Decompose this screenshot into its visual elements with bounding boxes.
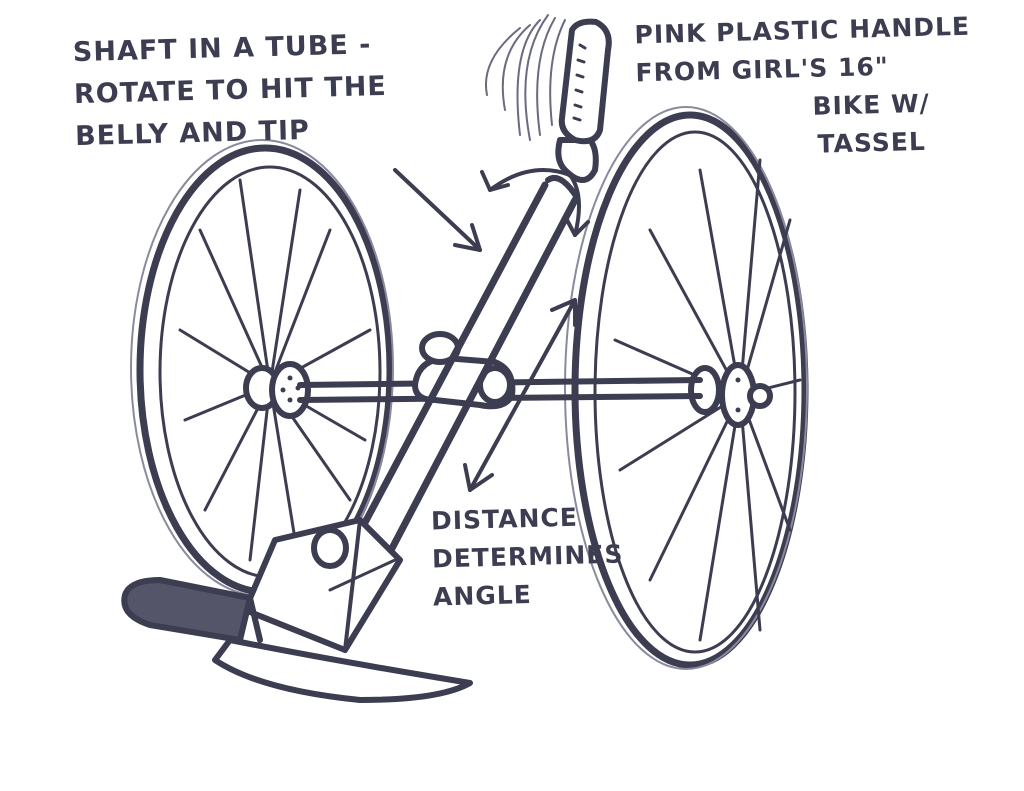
distance-annotation-line: DETERMINES: [431, 539, 624, 574]
right-wheel: [564, 106, 809, 670]
shaft-annotation-line: BELLY AND TIP: [74, 114, 311, 153]
right-wheel-spokes: [613, 158, 802, 642]
distance-annotation-line: ANGLE: [432, 579, 533, 612]
knife: [121, 577, 473, 703]
blade-holder: [242, 517, 403, 653]
shaft: [341, 175, 579, 579]
bike-handle: [485, 14, 612, 183]
tube-clamp: [412, 331, 516, 410]
arrows: [393, 168, 590, 492]
distance-annotation-line: DISTANCE: [430, 502, 579, 536]
shaft-annotation: SHAFT IN A TUBE - ROTATE TO HIT THE BELL…: [72, 24, 388, 158]
handle-annotation: PINK PLASTIC HANDLE FROM GIRL'S 16" BIKE…: [634, 8, 973, 169]
left-wheel-hub: [243, 361, 311, 419]
tassel: [485, 14, 566, 141]
distance-annotation: DISTANCE DETERMINES ANGLE: [431, 498, 625, 617]
right-wheel-hub: [688, 362, 773, 428]
shaft-annotation-line: ROTATE TO HIT THE: [73, 70, 388, 111]
